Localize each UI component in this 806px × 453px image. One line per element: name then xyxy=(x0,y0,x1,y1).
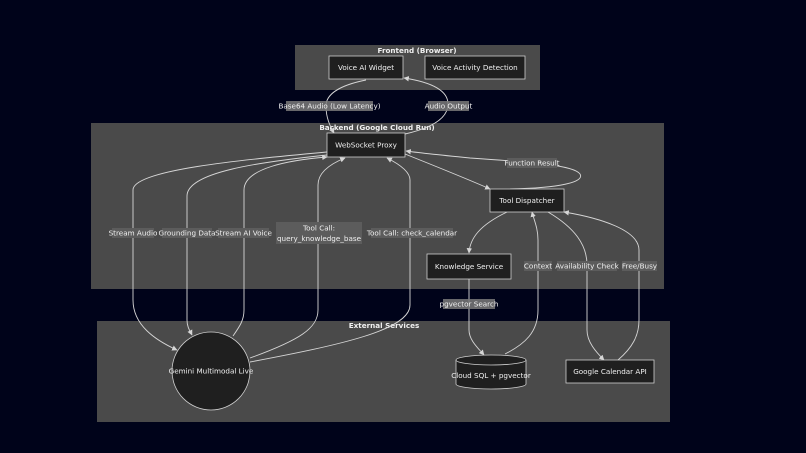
label-tool-call-kb: Tool Call: query_knowledge_base xyxy=(276,222,362,244)
label-audio-out: Audio Output xyxy=(425,101,473,111)
external-group-title: External Services xyxy=(349,321,420,330)
label-function-result: Function Result xyxy=(504,158,560,168)
edge-context xyxy=(504,211,539,355)
svg-text:Grounding Data: Grounding Data xyxy=(159,229,216,238)
label-availability-check: Availability Check xyxy=(555,261,620,271)
edge-proxy-to-dispatcher xyxy=(404,153,491,190)
svg-text:Stream AI Voice: Stream AI Voice xyxy=(215,229,272,238)
svg-text:Voice AI Widget: Voice AI Widget xyxy=(338,63,394,72)
node-websocket-proxy[interactable]: WebSocket Proxy xyxy=(326,132,406,158)
svg-text:Stream Audio: Stream Audio xyxy=(109,229,158,238)
label-stream-audio: Stream Audio xyxy=(109,228,158,238)
svg-text:Voice Activity Detection: Voice Activity Detection xyxy=(432,63,518,72)
svg-text:Gemini Multimodal Live: Gemini Multimodal Live xyxy=(169,367,254,376)
edge-grounding-data xyxy=(186,154,328,336)
label-pgvector-search: pgvector Search xyxy=(440,299,499,309)
node-gemini-multimodal-live[interactable]: Gemini Multimodal Live xyxy=(169,331,254,411)
svg-text:Context: Context xyxy=(524,262,552,271)
svg-text:pgvector Search: pgvector Search xyxy=(440,300,499,309)
svg-text:WebSocket Proxy: WebSocket Proxy xyxy=(335,141,397,150)
edge-dispatcher-to-knowledge xyxy=(466,211,508,254)
node-voice-activity-detection[interactable]: Voice Activity Detection xyxy=(424,55,526,80)
label-context: Context xyxy=(524,261,552,271)
svg-text:Function Result: Function Result xyxy=(504,159,559,168)
svg-text:Cloud SQL + pgvector: Cloud SQL + pgvector xyxy=(451,371,531,380)
edge-stream-ai-voice xyxy=(232,154,328,337)
svg-text:Tool Call:: Tool Call: xyxy=(302,224,335,233)
svg-text:query_knowledge_base: query_knowledge_base xyxy=(277,234,362,243)
edge-free-busy xyxy=(563,210,640,361)
node-voice-ai-widget[interactable]: Voice AI Widget xyxy=(328,55,404,80)
svg-text:Tool Dispatcher: Tool Dispatcher xyxy=(498,196,554,205)
svg-text:Knowledge Service: Knowledge Service xyxy=(435,262,504,271)
frontend-group-title: Frontend (Browser) xyxy=(378,46,457,55)
svg-text:Base64 Audio (Low Latency): Base64 Audio (Low Latency) xyxy=(278,102,380,111)
label-stream-ai-voice: Stream AI Voice xyxy=(215,228,272,238)
label-tool-call-cal: Tool Call: check_calendar xyxy=(366,228,457,238)
node-knowledge-service[interactable]: Knowledge Service xyxy=(426,253,512,280)
edge-stream-audio xyxy=(132,151,328,351)
svg-text:Tool Call: check_calendar: Tool Call: check_calendar xyxy=(366,229,457,238)
svg-text:Audio Output: Audio Output xyxy=(425,102,473,111)
label-free-busy: Free/Busy xyxy=(622,261,658,271)
svg-text:Free/Busy: Free/Busy xyxy=(622,262,658,271)
backend-group-title: Backend (Google Cloud Run) xyxy=(319,123,434,132)
svg-text:Availability Check: Availability Check xyxy=(555,262,619,271)
label-grounding-data: Grounding Data xyxy=(159,228,216,238)
edge-pgvector-search xyxy=(468,279,485,356)
node-cloud-sql-pgvector[interactable]: Cloud SQL + pgvector xyxy=(451,354,531,390)
label-audio-in: Base64 Audio (Low Latency) xyxy=(278,101,381,111)
edge-tool-call-cal xyxy=(249,157,411,363)
node-tool-dispatcher[interactable]: Tool Dispatcher xyxy=(489,188,565,213)
svg-text:Google Calendar API: Google Calendar API xyxy=(573,367,647,376)
edge-tool-call-kb xyxy=(249,157,346,359)
node-google-calendar-api[interactable]: Google Calendar API xyxy=(565,359,655,384)
